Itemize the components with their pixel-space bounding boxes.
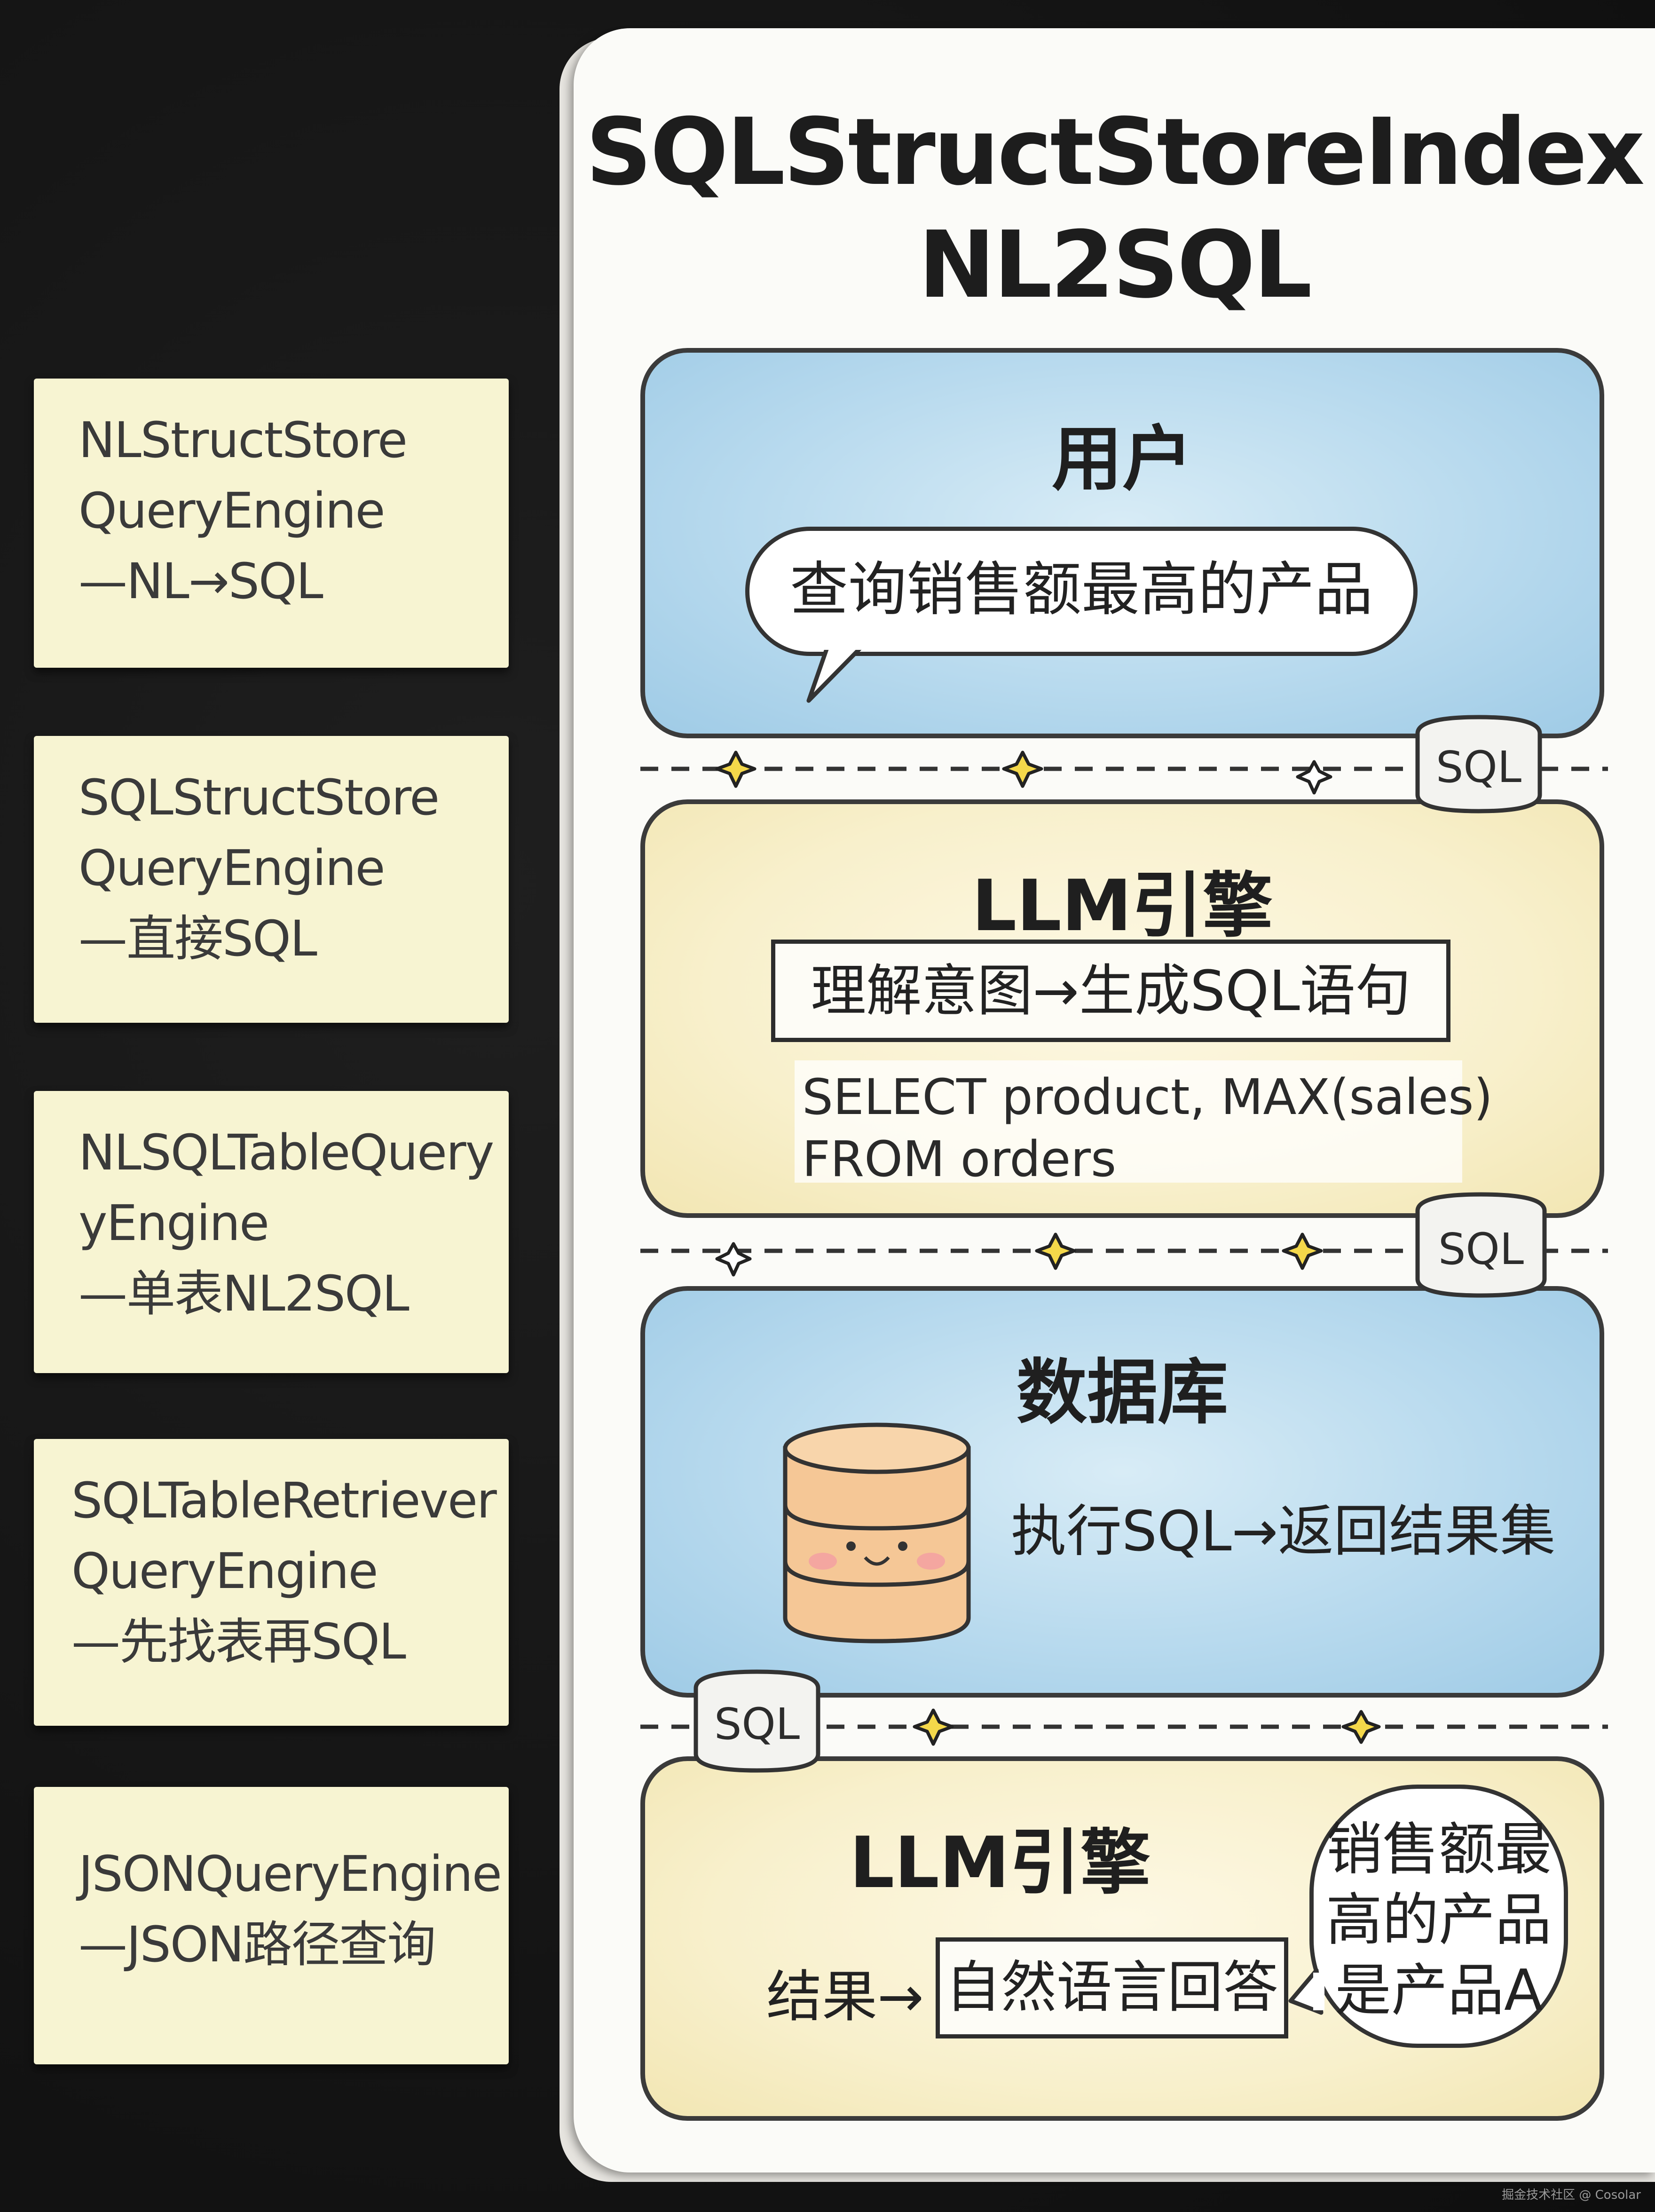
sql-badge-label: SQL	[714, 1699, 800, 1749]
star-icon	[1035, 1232, 1076, 1270]
note-nlstructstore: NLStructStore QueryEngine —NL→SQL	[34, 379, 509, 668]
answer-bubble-line: 销售额最	[1326, 1817, 1552, 1882]
result-prefix: 结果→	[766, 1964, 924, 2029]
llm-step-box: 理解意图→生成SQL语句	[771, 940, 1450, 1042]
sql-code-line: SELECT product, MAX(sales)	[802, 1068, 1493, 1126]
sql-code-line: FROM orders	[802, 1130, 1117, 1188]
panel-database-title: 数据库	[1016, 1352, 1228, 1434]
panel-llm-answer-title: LLM引擎	[849, 1822, 1151, 1904]
note-line: JSONQueryEngine	[79, 1845, 502, 1903]
note-line: SQLTableRetriever	[71, 1472, 497, 1529]
note-line: QueryEngine	[71, 1542, 378, 1600]
note-line: —JSON路径查询	[79, 1916, 436, 1973]
note-sqlstructstore: SQLStructStore QueryEngine —直接SQL	[34, 736, 509, 1023]
watermark-text: 掘金技术社区 @ Cosolar	[1502, 2188, 1641, 2202]
answer-bubble-line: 高的产品	[1326, 1888, 1552, 1953]
sql-badge: SQL	[1418, 1192, 1545, 1296]
panel-llm-title: LLM引擎	[971, 865, 1273, 947]
sql-badge-icon	[1415, 715, 1542, 814]
note-line: —NL→SQL	[79, 553, 323, 610]
star-icon	[1002, 750, 1043, 788]
note-line: NLStructStore	[79, 411, 408, 469]
note-line: QueryEngine	[79, 482, 386, 539]
bubble-tail-cover	[1313, 1973, 1324, 2010]
user-speech-bubble: 查询销售额最高的产品	[745, 527, 1418, 656]
bubble-tail	[806, 644, 863, 703]
note-line: —单表NL2SQL	[79, 1265, 410, 1322]
bubble-tail-cover	[820, 640, 863, 650]
note-line: NLSQLTableQuery	[79, 1124, 494, 1181]
sql-badge-icon	[1415, 1192, 1547, 1298]
note-line: QueryEngine	[79, 839, 386, 897]
answer-bubble-line: 是产品A	[1334, 1958, 1543, 2023]
answer-step-box: 自然语言回答	[936, 1937, 1288, 2038]
note-line: yEngine	[79, 1194, 269, 1252]
star-icon	[1341, 1710, 1381, 1744]
sql-badge-icon	[694, 1669, 820, 1773]
page-subtitle: NL2SQL	[918, 212, 1312, 319]
sql-badge-label: SQL	[1435, 742, 1522, 792]
star-icon	[715, 1242, 752, 1277]
note-line: —先找表再SQL	[71, 1613, 406, 1670]
note-line: SQLStructStore	[79, 769, 440, 826]
page-title: SQLStructStoreIndex	[585, 99, 1645, 206]
sql-badge-label: SQL	[1438, 1224, 1524, 1274]
star-icon	[913, 1708, 954, 1746]
note-line: —直接SQL	[79, 910, 317, 967]
sql-code-block: SELECT product, MAX(sales) FROM orders	[795, 1060, 1493, 1188]
note-sqltableretriever: SQLTableRetriever QueryEngine —先找表再SQL	[34, 1439, 509, 1726]
sql-badge: SQL	[1418, 710, 1540, 811]
note-jsonquery: JSONQueryEngine —JSON路径查询	[34, 1787, 509, 2064]
panel-user-title: 用户	[1051, 419, 1193, 500]
star-icon	[715, 750, 757, 788]
sql-badge: SQL	[696, 1667, 818, 1770]
star-icon	[1296, 760, 1332, 795]
answer-speech-bubble: 销售额最 高的产品 是产品A	[1309, 1785, 1568, 2048]
star-icon	[1282, 1232, 1323, 1270]
database-icon	[783, 1422, 971, 1643]
note-nlsqltable: NLSQLTableQuery yEngine —单表NL2SQL	[34, 1091, 509, 1373]
database-step-text: 执行SQL→返回结果集	[1011, 1499, 1556, 1564]
